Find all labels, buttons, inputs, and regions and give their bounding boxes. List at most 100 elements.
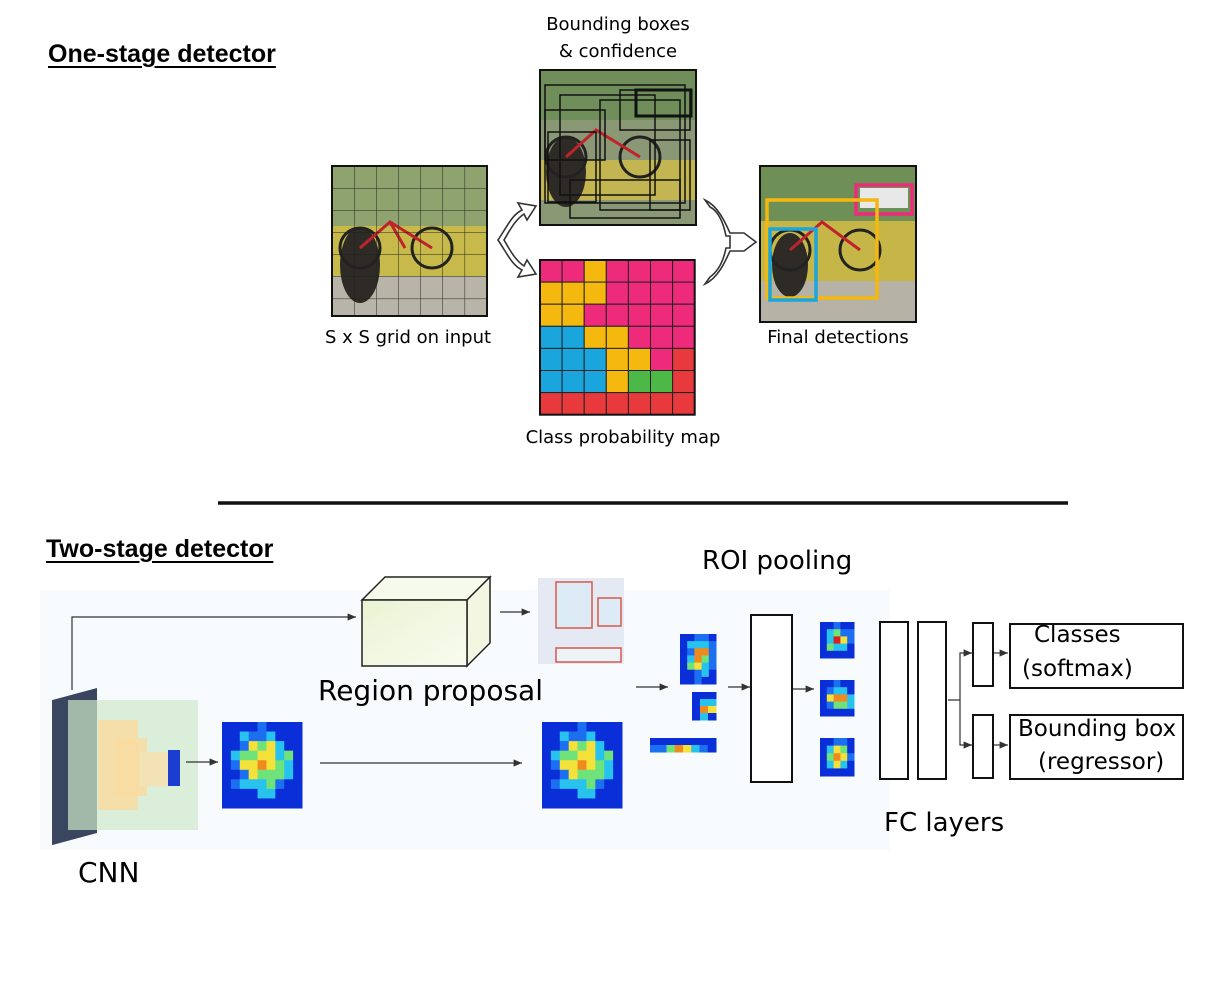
pooled-cell xyxy=(833,694,841,703)
pooled-cell xyxy=(820,694,828,703)
shared-feature-cell xyxy=(550,760,561,771)
cnn-feature-cell xyxy=(266,731,276,742)
shared-feature-cell xyxy=(542,798,552,809)
shared-feature-cell xyxy=(604,779,614,790)
roi-crop-cell xyxy=(691,738,700,746)
cnn-feature-cell xyxy=(275,779,285,790)
cnn-feature-cell xyxy=(284,779,294,790)
roi-crop-cell xyxy=(694,662,703,671)
cnn-feature-cell xyxy=(257,750,267,761)
shared-feature-cell xyxy=(550,798,561,809)
pooled-cell xyxy=(820,643,828,652)
cnn-feature-cell xyxy=(257,779,267,790)
class-head-box xyxy=(972,622,994,687)
cnn-feature-cell xyxy=(248,779,259,790)
probability-cell xyxy=(539,347,563,371)
roi-crop-cell xyxy=(683,738,692,746)
cnn-feature-cell xyxy=(248,750,259,761)
probability-cell xyxy=(605,347,629,371)
shared-feature-cell xyxy=(550,722,561,733)
bounding-boxes-image xyxy=(539,69,697,226)
shared-feature-cell xyxy=(542,750,552,761)
cnn-feature-cell xyxy=(284,798,294,809)
dog-detection-box xyxy=(768,227,818,302)
cnn-feature-cell xyxy=(239,741,250,752)
cnn-feature-cell xyxy=(293,731,303,742)
roi-crop-cell xyxy=(699,738,709,746)
one-stage-heading: One-stage detector xyxy=(48,40,276,68)
cnn-feature-cell xyxy=(284,760,294,771)
probability-cell xyxy=(561,392,585,416)
pooled-cell xyxy=(847,738,855,747)
roi-crop-cell xyxy=(692,713,701,721)
roi-crop-cell xyxy=(680,662,688,671)
bbox-output-box xyxy=(1009,714,1184,780)
probability-cell xyxy=(605,325,629,349)
pooled-cell xyxy=(833,650,841,659)
roi-crop-cell xyxy=(708,706,717,714)
cnn-feature-cell xyxy=(257,788,267,799)
shared-feature-cell xyxy=(568,731,579,742)
shared-feature-cell xyxy=(604,798,614,809)
roi-crop-cell xyxy=(701,669,710,678)
shared-feature-cell xyxy=(586,788,596,799)
shared-feature-cell xyxy=(577,788,587,799)
bbox-label-line2: (regressor) xyxy=(1038,749,1165,775)
roi-crop-cell xyxy=(650,738,659,746)
probability-cell xyxy=(605,259,629,283)
pooled-cell xyxy=(840,687,848,695)
pooled-cell xyxy=(840,738,848,747)
probability-cell xyxy=(627,392,652,416)
cnn-feature-cell xyxy=(275,788,285,799)
roi-crop-cell xyxy=(708,641,717,649)
roi-crop-cell xyxy=(674,745,684,753)
roi-crop-cell xyxy=(708,692,717,700)
cnn-feature-cell xyxy=(248,760,259,771)
pooled-cell xyxy=(820,738,828,747)
shared-feature-cell xyxy=(577,769,587,780)
probability-cell xyxy=(561,325,585,349)
shared-feature-cell xyxy=(542,722,552,733)
probability-cell xyxy=(539,370,563,394)
probability-cell xyxy=(605,303,629,327)
cnn-feature-cell xyxy=(257,722,267,733)
probability-cell xyxy=(561,303,585,327)
cnn-feature-cell xyxy=(248,722,259,733)
cnn-feature-cell xyxy=(284,769,294,780)
pooled-cell xyxy=(826,760,835,769)
cnn-feature-cell xyxy=(239,760,250,771)
cnn-feature-cell xyxy=(239,779,250,790)
pooled-cell xyxy=(820,745,828,754)
probability-cell xyxy=(605,392,629,416)
probability-cell xyxy=(672,259,696,283)
shared-feature-cell xyxy=(559,722,570,733)
pooled-cell xyxy=(847,745,855,754)
pooled-cell xyxy=(833,708,841,717)
shared-feature-cell xyxy=(577,731,587,742)
pooled-cell xyxy=(833,636,841,645)
pooled-cell xyxy=(826,622,835,630)
roi-crop-cell xyxy=(708,662,717,671)
roi-crop-cell xyxy=(666,738,676,746)
cnn-feature-cell xyxy=(284,750,294,761)
shared-feature-cell xyxy=(613,722,623,733)
roi-crop-cell xyxy=(694,676,703,685)
cnn-feature-cell xyxy=(266,741,276,752)
cnn-feature-cell xyxy=(222,750,232,761)
pooled-cell xyxy=(847,643,855,652)
roi-crop-cell xyxy=(708,699,717,707)
shared-feature-cell xyxy=(613,798,623,809)
probability-cell xyxy=(583,325,607,349)
probability-cell xyxy=(583,259,607,283)
cnn-feature-cell xyxy=(266,779,276,790)
cnn-feature-cell xyxy=(239,788,250,799)
pooled-cell xyxy=(826,629,835,637)
shared-feature-cell xyxy=(577,779,587,790)
pooled-cell xyxy=(847,629,855,637)
shared-feature-cell xyxy=(613,750,623,761)
pooled-cell xyxy=(820,708,828,717)
pooled-cell xyxy=(840,643,848,652)
pooled-cell xyxy=(826,680,835,688)
roi-crop-cell xyxy=(700,699,709,707)
